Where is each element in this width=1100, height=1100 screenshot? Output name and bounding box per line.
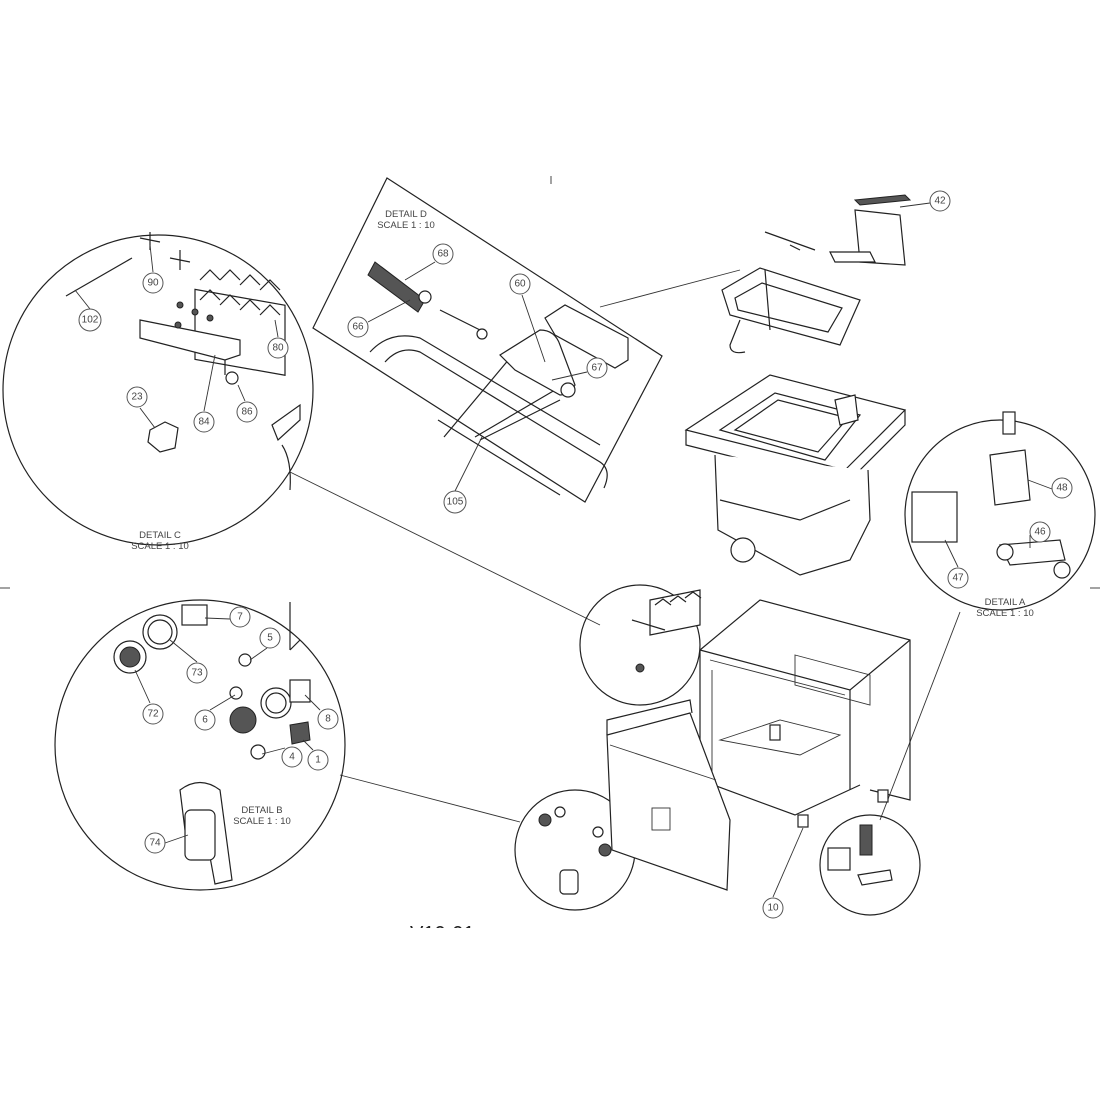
svg-text:90: 90 xyxy=(147,278,159,289)
svg-text:68: 68 xyxy=(437,249,449,260)
svg-text:86: 86 xyxy=(241,407,253,418)
callout-leaders xyxy=(74,202,1053,898)
svg-text:73: 73 xyxy=(191,668,203,679)
svg-text:72: 72 xyxy=(147,709,159,720)
detail-b-scale: SCALE 1 : 10 xyxy=(233,816,291,827)
svg-text:23: 23 xyxy=(131,392,143,403)
callout-67: 67 xyxy=(586,357,608,379)
svg-text:66: 66 xyxy=(352,322,364,333)
svg-text:46: 46 xyxy=(1034,527,1046,538)
callout-23: 23 xyxy=(126,386,148,408)
callout-46: 46 xyxy=(1029,521,1051,543)
callout-80: 80 xyxy=(267,337,289,359)
detail-b-title: DETAIL B xyxy=(241,805,282,816)
detail-d-view xyxy=(312,177,663,503)
svg-text:105: 105 xyxy=(447,497,464,508)
callout-102: 102 xyxy=(78,308,102,332)
main-assembly xyxy=(606,194,912,891)
part-callouts: 42 68 60 66 67 105 90 102 80 86 84 23 48… xyxy=(78,190,1073,919)
detail-c-scale: SCALE 1 : 10 xyxy=(131,541,189,552)
callout-86: 86 xyxy=(236,401,258,423)
detail-d-scale: SCALE 1 : 10 xyxy=(377,220,435,231)
callout-8: 8 xyxy=(317,708,339,730)
svg-text:84: 84 xyxy=(198,417,210,428)
callout-4: 4 xyxy=(281,746,303,768)
detail-c-view xyxy=(2,232,314,546)
detail-a-locator xyxy=(819,814,921,916)
callout-5: 5 xyxy=(259,627,281,649)
callout-42: 42 xyxy=(929,190,951,212)
revision-label: V10-01 xyxy=(410,923,475,945)
callout-90: 90 xyxy=(142,272,164,294)
svg-text:5: 5 xyxy=(267,633,273,644)
callout-74: 74 xyxy=(144,832,166,854)
svg-text:10: 10 xyxy=(767,903,779,914)
svg-text:42: 42 xyxy=(934,196,946,207)
callout-68: 68 xyxy=(432,243,454,265)
callout-47: 47 xyxy=(947,567,969,589)
callout-1: 1 xyxy=(307,749,329,771)
svg-text:6: 6 xyxy=(202,715,208,726)
svg-text:8: 8 xyxy=(325,714,331,725)
callout-72: 72 xyxy=(142,703,164,725)
svg-text:67: 67 xyxy=(591,363,603,374)
callout-7: 7 xyxy=(229,606,251,628)
detail-a-scale: SCALE 1 : 10 xyxy=(976,608,1034,619)
detail-b-view xyxy=(54,599,346,891)
svg-text:4: 4 xyxy=(289,752,295,763)
svg-text:7: 7 xyxy=(237,612,243,623)
detail-c-locator xyxy=(579,584,702,706)
svg-text:47: 47 xyxy=(952,573,964,584)
callout-10: 10 xyxy=(762,897,784,919)
detail-d-title: DETAIL D xyxy=(385,209,427,220)
callout-60: 60 xyxy=(509,273,531,295)
detail-a-title: DETAIL A xyxy=(985,597,1026,608)
callout-105: 105 xyxy=(443,490,467,514)
callout-73: 73 xyxy=(186,662,208,684)
detail-leaders xyxy=(289,269,961,823)
callout-6: 6 xyxy=(194,709,216,731)
detail-c-title: DETAIL C xyxy=(139,530,181,541)
svg-text:102: 102 xyxy=(82,315,99,326)
part-42-grill xyxy=(853,194,912,206)
svg-text:1: 1 xyxy=(315,755,321,766)
svg-text:60: 60 xyxy=(514,279,526,290)
svg-text:80: 80 xyxy=(272,343,284,354)
callout-48: 48 xyxy=(1051,477,1073,499)
svg-text:74: 74 xyxy=(149,838,161,849)
detail-a-view xyxy=(904,411,1096,611)
callout-66: 66 xyxy=(347,316,369,338)
callout-84: 84 xyxy=(193,411,215,433)
svg-text:48: 48 xyxy=(1056,483,1068,494)
